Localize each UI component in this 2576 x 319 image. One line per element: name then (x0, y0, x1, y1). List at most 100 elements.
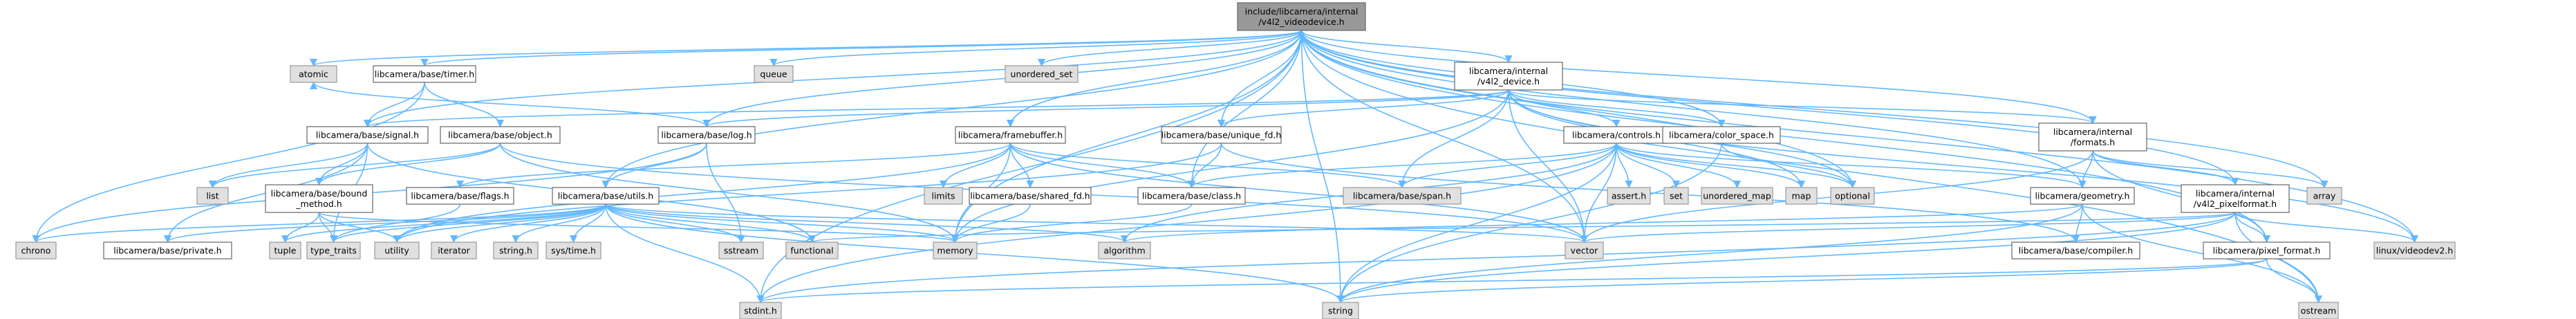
edge-framebuffer-to-vector (1009, 143, 1588, 244)
node-algorithm-box (1098, 241, 1151, 259)
edge-object-to-list (209, 143, 501, 189)
node-chrono-label-0: chrono (21, 246, 51, 256)
node-root[interactable]: include/libcamera/internal/v4l2_videodev… (1237, 2, 1366, 31)
edge-pixel_format-to-string (1336, 258, 2268, 304)
edge-formats-to-geometry (2078, 150, 2093, 189)
node-tuple: tuple (269, 241, 301, 259)
node-geometry[interactable]: libcamera/geometry.h (2030, 187, 2135, 205)
edge-color_space-to-optional (1721, 143, 1857, 189)
edge-root-to-utils (601, 30, 1303, 189)
node-object[interactable]: libcamera/base/object.h (440, 126, 561, 144)
node-map-label-0: map (1792, 191, 1811, 201)
node-unique_fd[interactable]: libcamera/base/unique_fd.h (1161, 126, 1282, 144)
edge-controls-to-geometry (1616, 143, 2087, 189)
node-set-label-0: set (1670, 191, 1683, 201)
node-optional-label-0: optional (1835, 191, 1870, 201)
node-object-box (440, 126, 561, 144)
node-linux_videodev2: linux/videodev2.h (2373, 241, 2456, 259)
node-limits-box (924, 187, 963, 205)
edge-utils-to-sys_time (569, 203, 606, 244)
node-utils-label-0: libcamera/base/utils.h (558, 191, 653, 201)
node-formats[interactable]: libcamera/internal/formats.h (2038, 122, 2147, 152)
node-private[interactable]: libcamera/base/private.h (103, 241, 232, 259)
node-class[interactable]: libcamera/base/class.h (1137, 187, 1246, 205)
edge-v4l2_device-to-signal (364, 89, 1509, 128)
edge-framebuffer-to-limits (939, 143, 1011, 189)
node-iterator-box (431, 241, 477, 259)
edge-v4l2_device-to-linux_videodev2 (1508, 89, 2418, 244)
edge-root-to-array (1300, 30, 2328, 189)
edge-v4l2_pixelformat-to-functional (808, 212, 2236, 244)
node-shared_fd[interactable]: libcamera/base/shared_fd.h (969, 187, 1092, 205)
node-v4l2_device[interactable]: libcamera/internal/v4l2_device.h (1454, 62, 1563, 91)
node-limits: limits (924, 187, 963, 205)
edge-v4l2_pixelformat-to-stdint (756, 212, 2236, 304)
node-sstream-box (718, 241, 764, 259)
node-type_traits: type_traits (306, 241, 361, 259)
node-color_space[interactable]: libcamera/color_space.h (1662, 126, 1781, 144)
node-tuple-label-0: tuple (274, 246, 297, 256)
node-flags-label-0: libcamera/base/flags.h (411, 191, 509, 201)
node-v4l2_device-box (1454, 62, 1563, 91)
node-v4l2_pixelformat[interactable]: libcamera/internal/v4l2_pixelformat.h (2181, 184, 2290, 213)
node-unordered_set-label-0: unordered_set (1011, 69, 1073, 80)
node-pixel_format[interactable]: libcamera/pixel_format.h (2203, 241, 2331, 259)
edge-v4l2_pixelformat-to-vector (1580, 212, 2236, 244)
node-optional: optional (1830, 187, 1875, 205)
edge-root-to-class (1187, 30, 1303, 189)
node-utils[interactable]: libcamera/base/utils.h (552, 187, 660, 205)
node-linux_videodev2-box (2373, 241, 2456, 259)
edge-root-to-queue (769, 30, 1303, 67)
node-private-label-0: libcamera/base/private.h (113, 246, 221, 256)
node-timer[interactable]: libcamera/base/timer.h (373, 65, 476, 83)
node-v4l2_pixelformat-box (2181, 184, 2290, 213)
node-signal[interactable]: libcamera/base/signal.h (306, 126, 429, 144)
node-log[interactable]: libcamera/base/log.h (657, 126, 756, 144)
node-sys_time: sys/time.h (545, 241, 601, 259)
edge-unique_fd-to-utility (393, 143, 1222, 244)
node-string-label-0: string (1328, 306, 1353, 316)
node-timer-label-0: libcamera/base/timer.h (375, 69, 474, 80)
node-flags[interactable]: libcamera/base/flags.h (406, 187, 514, 205)
node-bound_method[interactable]: libcamera/base/bound_method.h (265, 184, 373, 213)
edge-utils-to-private (164, 203, 606, 244)
edge-root-to-log (702, 30, 1303, 128)
node-formats-label-0: libcamera/internal (2053, 127, 2132, 137)
edge-utils-to-sstream (605, 203, 745, 244)
node-framebuffer[interactable]: libcamera/framebuffer.h (955, 126, 1066, 144)
edge-color_space-to-string (1336, 143, 1722, 304)
node-utility-box (374, 241, 420, 259)
edge-object-to-memory (499, 143, 960, 244)
edge-root-to-v4l2_device (1300, 30, 1513, 64)
node-bound_method-box (265, 184, 373, 213)
node-atomic: atomic (290, 65, 337, 83)
node-framebuffer-label-0: libcamera/framebuffer.h (958, 130, 1063, 140)
edge-v4l2_pixelformat-to-linux_videodev2 (2234, 212, 2418, 244)
edge-v4l2_pixelformat-to-pixel_format (2234, 212, 2271, 244)
edge-v4l2_device-to-color_space (1508, 89, 1726, 128)
node-set-box (1663, 187, 1689, 205)
node-span-label-0: libcamera/base/span.h (1353, 191, 1451, 201)
edge-utils-to-type_traits (330, 203, 606, 244)
node-iterator-label-0: iterator (438, 246, 470, 256)
edge-controls-to-map (1616, 143, 1806, 189)
node-object-label-0: libcamera/base/object.h (448, 130, 552, 140)
node-private-box (103, 241, 232, 259)
node-shared_fd-box (969, 187, 1092, 205)
node-compiler[interactable]: libcamera/base/compiler.h (2011, 241, 2140, 259)
node-utility-label-0: utility (384, 246, 409, 256)
node-assert: assert.h (1607, 187, 1651, 205)
node-list-label-0: list (206, 191, 218, 201)
edge-root-to-v4l2_pixelformat (1300, 30, 2239, 186)
edge-v4l2_device-to-formats (1508, 89, 2097, 125)
node-span-box (1343, 187, 1462, 205)
node-list: list (196, 187, 229, 205)
node-atomic-box (290, 65, 337, 83)
node-log-label-0: libcamera/base/log.h (661, 130, 752, 140)
edge-utils-to-stdint (605, 203, 765, 304)
node-controls[interactable]: libcamera/controls.h (1563, 126, 1670, 144)
edge-framebuffer-to-flags (456, 143, 1011, 189)
node-compiler-box (2011, 241, 2140, 259)
node-bound_method-label-1: _method.h (295, 199, 342, 209)
